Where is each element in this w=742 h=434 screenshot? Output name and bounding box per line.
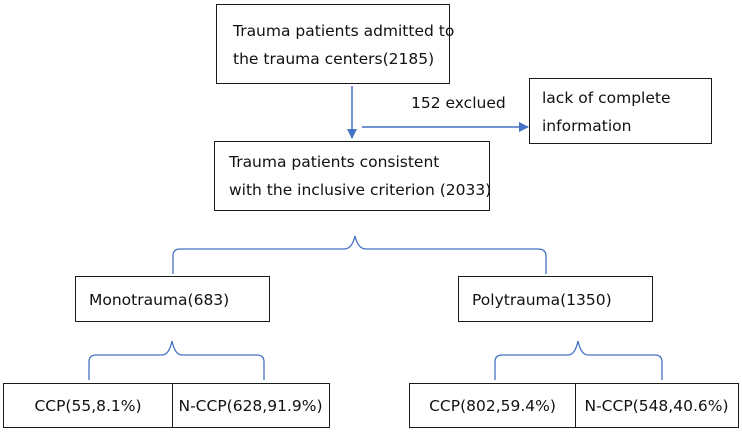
admitted-patients-box: Trauma patients admitted to the trauma c… — [216, 4, 455, 84]
excluded-line-2: information — [542, 117, 632, 135]
monotrauma-outcome-box: CCP(55,8.1%) N-CCP(628,91.9%) — [3, 383, 330, 428]
poly-nccp-label: N-CCP(548,40.6%) — [584, 396, 729, 415]
consistent-patients-box: Trauma patients consistent with the incl… — [214, 141, 492, 211]
polytrauma-box: Polytrauma(1350) — [458, 276, 653, 322]
poly-nccp-cell: N-CCP(548,40.6%) — [575, 384, 738, 427]
brace-consistent-split — [172, 235, 547, 274]
mono-ccp-cell: CCP(55,8.1%) — [4, 384, 172, 427]
mono-nccp-label: N-CCP(628,91.9%) — [178, 396, 323, 415]
monotrauma-label: Monotrauma(683) — [89, 291, 230, 309]
admitted-line-2: the trauma centers(2185) — [233, 50, 435, 68]
brace-monotrauma-split — [88, 340, 265, 380]
admitted-line-1: Trauma patients admitted to — [233, 22, 455, 40]
brace-polytrauma-split — [494, 340, 663, 380]
mono-cell-divider — [172, 384, 173, 427]
consistent-line-1: Trauma patients consistent — [229, 153, 440, 171]
consistent-line-2: with the inclusive criterion (2033) — [229, 181, 492, 199]
poly-ccp-label: CCP(802,59.4%) — [429, 396, 556, 415]
mono-nccp-cell: N-CCP(628,91.9%) — [172, 384, 329, 427]
mono-ccp-label: CCP(55,8.1%) — [34, 396, 142, 415]
poly-cell-divider — [575, 384, 576, 427]
excluded-line-1: lack of complete — [542, 89, 671, 107]
polytrauma-outcome-box: CCP(802,59.4%) N-CCP(548,40.6%) — [409, 383, 739, 428]
monotrauma-box: Monotrauma(683) — [75, 276, 270, 322]
excluded-box: lack of complete information — [529, 78, 712, 144]
polytrauma-label: Polytrauma(1350) — [472, 291, 612, 309]
exclusion-count-label: 152 exclued — [411, 94, 506, 112]
poly-ccp-cell: CCP(802,59.4%) — [410, 384, 575, 427]
